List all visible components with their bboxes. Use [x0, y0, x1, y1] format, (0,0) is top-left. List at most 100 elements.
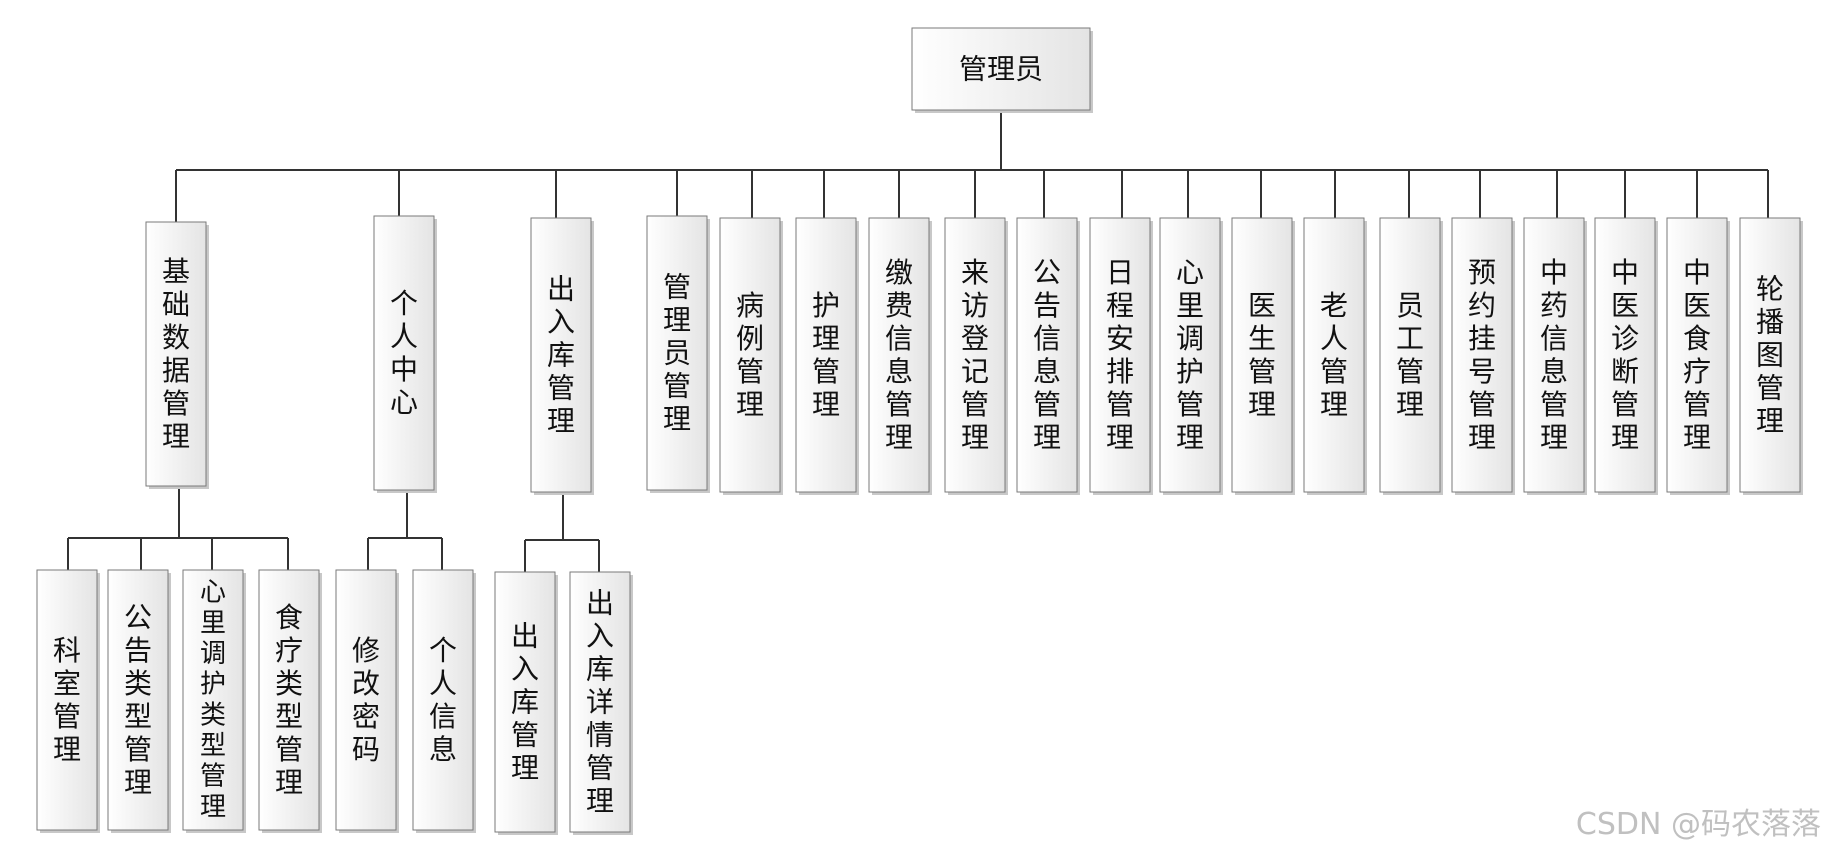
child-node-2-1-label: 入 [586, 619, 614, 652]
branch-node-16-label: 医 [1611, 289, 1639, 322]
branch-node-9-label: 安 [1106, 322, 1134, 355]
child-node-0-3-label: 理 [275, 766, 303, 799]
child-node-2-1-label: 详 [586, 686, 614, 719]
child-node-0-3-label: 型 [275, 700, 303, 733]
branch-node-16-label: 中 [1611, 256, 1639, 289]
branch-node-5-label: 管 [812, 355, 840, 388]
branch-node-11-label: 生 [1248, 322, 1276, 355]
branch-node-1-label: 个 [390, 287, 418, 320]
branch-node-10-label: 心 [1176, 256, 1204, 289]
branch-node-8-label: 理 [1033, 421, 1061, 454]
branch-node-18-label: 播 [1756, 305, 1784, 338]
branch-node-17-label: 医 [1683, 289, 1711, 322]
branch-node-8-label: 管 [1033, 388, 1061, 421]
root-node: 管理员 [911, 27, 1093, 113]
branch-node-18-label: 轮 [1756, 272, 1784, 305]
branch-node-4-label: 管 [736, 355, 764, 388]
branch-node-5-label: 理 [812, 322, 840, 355]
branch-node-0-label: 础 [162, 288, 190, 321]
child-node-2-1-label: 出 [586, 586, 614, 619]
branch-node-18-label: 图 [1756, 339, 1784, 372]
branch-node-16-label: 诊 [1611, 322, 1639, 355]
branch-node-6-label: 管 [885, 388, 913, 421]
branch-node-15-label: 理 [1540, 421, 1568, 454]
child-node-0-1-label: 告 [124, 634, 152, 667]
child-node-2-0-label: 理 [511, 752, 539, 785]
branch-node-3-label: 理 [663, 303, 691, 336]
branch-node-8-label: 告 [1033, 289, 1061, 322]
child-node-2-0-label: 管 [511, 719, 539, 752]
branch-node-5-label: 护 [812, 289, 840, 322]
child-node-2-0-label: 出 [511, 619, 539, 652]
branch-node-2-label: 出 [547, 272, 575, 305]
branch-node-3-label: 员 [663, 337, 691, 370]
child-node-1-1-label: 人 [429, 667, 457, 700]
branch-node-14-label: 理 [1468, 421, 1496, 454]
branch-node-9-label: 程 [1106, 289, 1134, 322]
child-node-0-2-label: 里 [200, 608, 226, 638]
child-node-0-2-label: 型 [200, 731, 226, 761]
child-node-0-0-label: 科 [53, 634, 81, 667]
branch-node-13-label: 员 [1396, 289, 1424, 322]
branch-node-16-label: 理 [1611, 421, 1639, 454]
branch-node-17-label: 中 [1683, 256, 1711, 289]
branch-node-13-label: 理 [1396, 388, 1424, 421]
branch-node-10-label: 护 [1176, 355, 1204, 388]
branch-node-0-label: 据 [162, 354, 190, 387]
branch-node-15-label: 信 [1540, 322, 1568, 355]
branch-node-17-label: 理 [1683, 421, 1711, 454]
branch-node-12-label: 老 [1320, 289, 1348, 322]
child-node-1-0-label: 改 [352, 667, 380, 700]
chart-nodes: 管理员基础数据管理个人中心出入库管理管理员管理病例管理护理管理缴费信息管理来访登… [36, 27, 1803, 835]
child-node-0-3-label: 类 [275, 667, 303, 700]
child-node-2-0-label: 入 [511, 652, 539, 685]
branch-node-17-label: 疗 [1683, 355, 1711, 388]
branch-node-3-label: 管 [663, 270, 691, 303]
branch-node-7-label: 记 [961, 355, 989, 388]
child-node-0-0-label: 室 [53, 667, 81, 700]
child-node-0-0-label: 管 [53, 700, 81, 733]
branch-node-11-label: 医 [1248, 289, 1276, 322]
branch-node-4-label: 例 [736, 322, 764, 355]
child-node-0-3-label: 食 [275, 601, 303, 634]
branch-node-12-label: 人 [1320, 322, 1348, 355]
branch-node-13-label: 管 [1396, 355, 1424, 388]
child-node-0-0-label: 理 [53, 733, 81, 766]
branch-node-15-label: 管 [1540, 388, 1568, 421]
branch-node-2-label: 入 [547, 305, 575, 338]
branch-node-10-label: 管 [1176, 388, 1204, 421]
branch-node-3-label: 理 [663, 403, 691, 436]
branch-node-13-label: 工 [1396, 322, 1424, 355]
branch-node-6-label: 信 [885, 322, 913, 355]
child-node-0-1-label: 类 [124, 667, 152, 700]
branch-node-17-label: 管 [1683, 388, 1711, 421]
branch-node-15-label: 中 [1540, 256, 1568, 289]
child-node-2-1-label: 理 [586, 785, 614, 818]
branch-node-5-label: 理 [812, 388, 840, 421]
child-node-0-1-label: 型 [124, 700, 152, 733]
branch-node-7-label: 管 [961, 388, 989, 421]
branch-node-3-label: 管 [663, 370, 691, 403]
branch-node-16-label: 管 [1611, 388, 1639, 421]
branch-node-2-label: 库 [547, 339, 575, 372]
branch-node-9-label: 排 [1106, 355, 1134, 388]
child-node-0-2-label: 调 [200, 639, 226, 669]
child-node-0-1-label: 管 [124, 733, 152, 766]
child-node-0-2-label: 护 [200, 670, 226, 700]
branch-node-1-label: 中 [390, 353, 418, 386]
branch-node-7-label: 理 [961, 421, 989, 454]
branch-node-11-label: 理 [1248, 388, 1276, 421]
branch-node-15-label: 息 [1540, 355, 1568, 388]
child-node-2-1-label: 库 [586, 652, 614, 685]
